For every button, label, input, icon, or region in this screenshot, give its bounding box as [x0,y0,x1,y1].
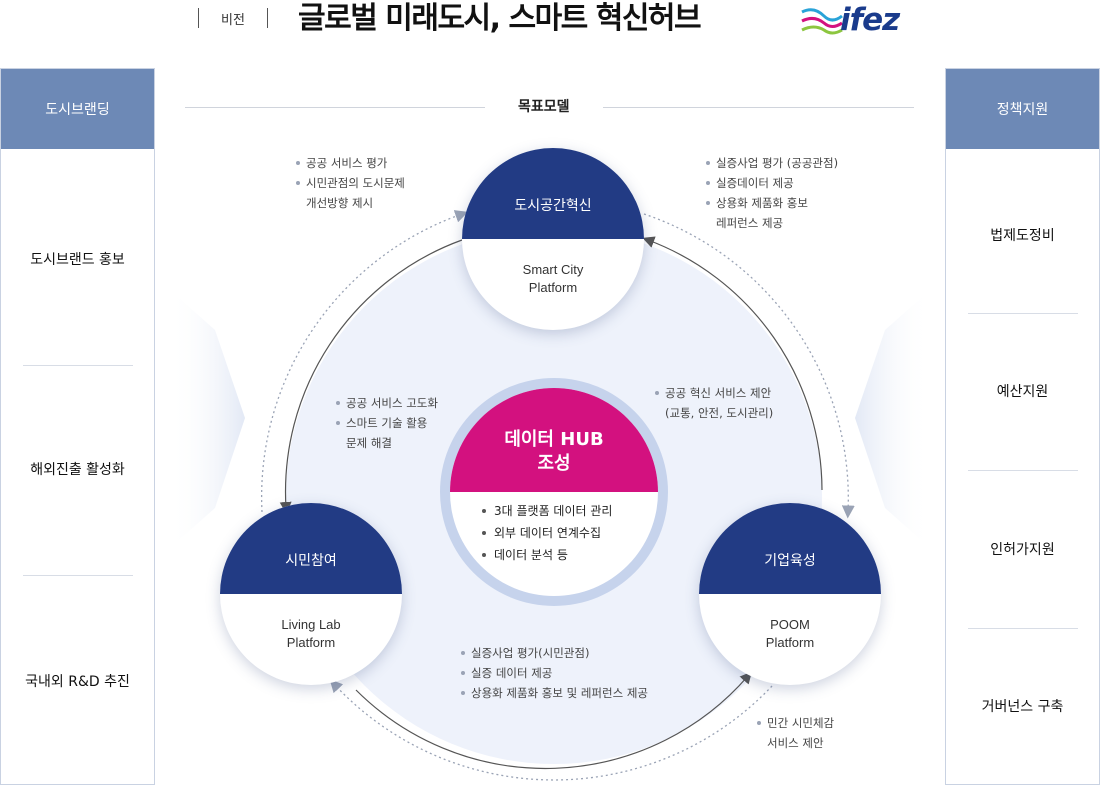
node-citizen: 시민참여 Living Lab Platform [220,503,402,685]
list-item-continued: 레퍼런스 제공 [716,216,784,230]
node-platform-line: Living Lab [281,617,341,632]
node-city-space: 도시공간혁신 Smart City Platform [462,148,644,330]
list-item-continued: 서비스 제안 [767,736,824,750]
left-panel-title: 도시브랜딩 [1,69,154,149]
left-item-rnd: 국내외 R&D 추진 [25,674,130,690]
hub-title-line: 조성 [537,453,571,474]
list-item: 실증데이터 제공 [706,173,838,193]
right-item-law: 법제도정비 [990,228,1055,244]
node-platform-line: Platform [286,635,336,650]
list-item: 3대 플랫폼 데이터 관리 [482,500,612,522]
dotted-arrow-top-to-right [643,213,855,519]
node-platform-line: POOM [770,617,810,632]
left-item-brand: 도시브랜드 홍보 [30,252,125,268]
section-title-line-left [185,107,485,108]
note-mid-right: 공공 혁신 서비스 제안 (교통, 안전, 도시관리) [655,383,773,423]
note-bottom-right: 민간 시민체감 서비스 제안 [757,713,834,753]
list-item: 상용화 제품화 홍보 및 레퍼런스 제공 [461,683,648,703]
list-item: 스마트 기술 활용 [336,413,438,433]
list-item-continued: (교통, 안전, 도시관리) [665,406,774,420]
right-panel: 정책지원 법제도정비 예산지원 인허가지원 거버넌스 구축 [945,68,1100,785]
node-title: 기업육성 [699,503,881,594]
arrow-left-to-right [355,671,752,770]
divider [968,313,1078,314]
node-platform: POOM Platform [699,594,881,685]
right-item-permit: 인허가지원 [990,542,1055,558]
right-panel-title: 정책지원 [946,69,1099,149]
list-item: 민간 시민체감 [757,713,834,733]
node-title: 시민참여 [220,503,402,594]
node-platform-line: Platform [528,280,578,295]
section-title: 목표모델 [518,99,570,115]
arrow-right-to-top [642,236,823,491]
list-item: 시민관점의 도시문제 [296,173,405,193]
list-item-continued: 개선방향 제시 [306,196,374,210]
left-item-overseas: 해외진출 활성화 [30,462,125,478]
node-platform: Smart City Platform [462,239,644,330]
node-business: 기업육성 POOM Platform [699,503,881,685]
list-item: 공공 서비스 고도화 [336,393,438,413]
hub-title: 데이터 HUB 조성 [450,388,658,492]
right-item-governance: 거버넌스 구축 [981,699,1064,715]
divider [23,575,133,576]
node-platform-line: Platform [765,635,815,650]
data-hub: 데이터 HUB 조성 3대 플랫폼 데이터 관리 외부 데이터 연계수집 데이터… [450,388,658,596]
list-item: 공공 혁신 서비스 제안 [655,383,773,403]
list-item: 실증 데이터 제공 [461,663,648,683]
divider [968,470,1078,471]
note-mid-left: 공공 서비스 고도화 스마트 기술 활용 문제 해결 [336,393,438,453]
list-item: 공공 서비스 평가 [296,153,405,173]
list-item: 실증사업 평가(시민관점) [461,643,648,663]
note-top-right: 실증사업 평가 (공공관점) 실증데이터 제공 상용화 제품화 홍보 레퍼런스 … [706,153,838,233]
list-item: 상용화 제품화 홍보 [706,193,838,213]
hub-bullet-list: 3대 플랫폼 데이터 관리 외부 데이터 연계수집 데이터 분석 등 [482,500,612,566]
dotted-arrow-right-to-left [329,679,773,781]
list-item-continued: 문제 해결 [346,436,392,450]
right-item-budget: 예산지원 [996,384,1049,400]
left-panel: 도시브랜딩 도시브랜드 홍보 해외진출 활성화 국내외 R&D 추진 [0,68,155,785]
arrow-top-to-left [279,239,463,514]
section-title-line-right [603,107,914,108]
divider [23,365,133,366]
node-platform: Living Lab Platform [220,594,402,685]
note-top-left: 공공 서비스 평가 시민관점의 도시문제 개선방향 제시 [296,153,405,213]
logo-text: ifez [840,2,900,38]
hub-title-line: 데이터 HUB [504,429,604,450]
list-item: 외부 데이터 연계수집 [482,522,612,544]
divider [968,628,1078,629]
list-item: 실증사업 평가 (공공관점) [706,153,838,173]
node-platform-line: Smart City [522,262,584,277]
note-bottom: 실증사업 평가(시민관점) 실증 데이터 제공 상용화 제품화 홍보 및 레퍼런… [461,643,648,703]
vision-label: 비전 [198,8,268,28]
node-title: 도시공간혁신 [462,148,644,239]
page-title: 글로벌 미래도시, 스마트 혁신허브 [298,1,702,36]
list-item: 데이터 분석 등 [482,544,612,566]
right-chevron-shape [855,290,930,548]
left-chevron-shape [170,290,245,548]
ifez-wave-icon [801,8,843,35]
ifez-logo: ifez [800,2,904,38]
